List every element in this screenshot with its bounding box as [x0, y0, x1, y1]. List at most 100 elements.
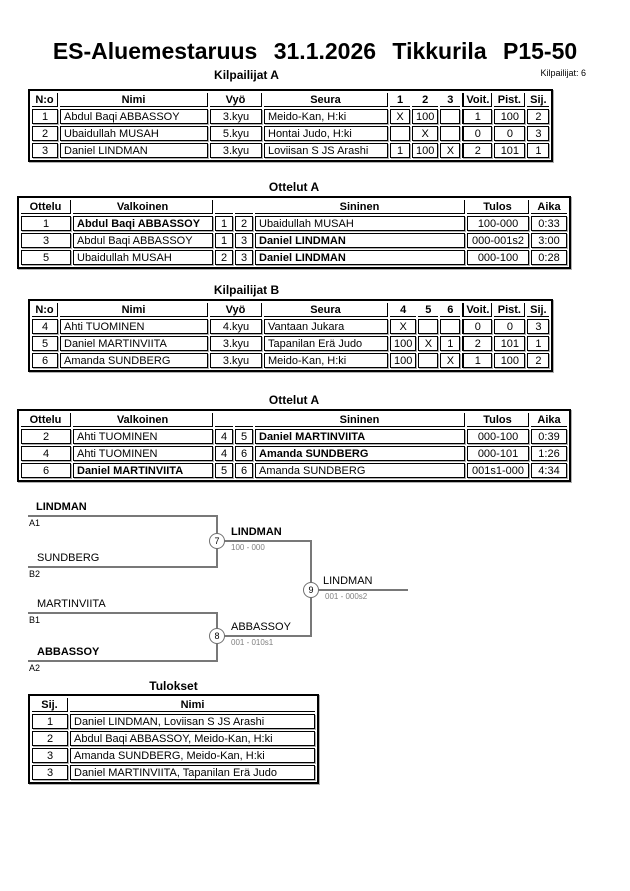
col-place: Sij. — [527, 303, 550, 317]
competitor-name: Daniel LINDMAN — [60, 143, 208, 158]
col-club: Seura — [264, 303, 388, 317]
table-row: 6 Daniel MARTINVIITA 5 6 Amanda SUNDBERG… — [21, 463, 567, 478]
match-result: 000-100 — [467, 250, 529, 265]
wins-cell: 1 — [462, 109, 493, 124]
result-cell — [440, 109, 461, 124]
pool-b-heading: Kilpailijat B — [213, 283, 280, 297]
match-time: 1:26 — [531, 446, 567, 461]
competitor-club: Tapanilan Erä Judo — [264, 336, 388, 351]
bracket-winner-name: ABBASSOY — [231, 621, 291, 633]
competitors-count: Kilpailijat: 6 — [540, 68, 586, 78]
bracket-score: 001 - 000s2 — [325, 592, 368, 601]
wins-cell: 0 — [462, 319, 493, 334]
col-name: Nimi — [70, 698, 315, 712]
competitor-no: 1 — [32, 109, 58, 124]
wins-cell: 0 — [462, 126, 493, 141]
competitor-club: Loviisan S JS Arashi — [264, 143, 388, 158]
place-cell: 1 — [527, 336, 550, 351]
match-time: 4:34 — [531, 463, 567, 478]
matches-a-table: Ottelu Valkoinen Sininen Tulos Aika 1 Ab… — [17, 196, 571, 269]
match-time: 0:28 — [531, 250, 567, 265]
table-row: 1 Abdul Baqi ABBASSOY 1 2 Ubaidullah MUS… — [21, 216, 567, 231]
match-time: 0:39 — [531, 429, 567, 444]
blue-no: 6 — [235, 463, 253, 478]
result-cell: 1 — [440, 336, 461, 351]
competitor-name: Daniel MARTINVIITA — [60, 336, 208, 351]
white-name: Abdul Baqi ABBASSOY — [73, 216, 213, 231]
place-cell: 2 — [32, 731, 68, 746]
competitor-no: 5 — [32, 336, 58, 351]
matches-b-table: Ottelu Valkoinen Sininen Tulos Aika 2 Ah… — [17, 409, 571, 482]
col-white: Valkoinen — [73, 200, 213, 214]
points-cell: 0 — [494, 319, 526, 334]
competitor-belt: 3.kyu — [210, 336, 262, 351]
white-no: 2 — [215, 250, 233, 265]
table-row: 1 Abdul Baqi ABBASSOY 3.kyu Meido-Kan, H… — [32, 109, 550, 124]
competitor-name: Amanda SUNDBERG — [60, 353, 208, 368]
col-blue: Sininen — [255, 413, 465, 427]
result-cell: 100 — [390, 353, 417, 368]
match-result: 000-101 — [467, 446, 529, 461]
white-no: 4 — [215, 429, 233, 444]
result-name: Abdul Baqi ABBASSOY, Meido-Kan, H:ki — [70, 731, 315, 746]
competitor-name: Ubaidullah MUSAH — [60, 126, 208, 141]
bracket-slot-name: LINDMAN — [36, 501, 87, 513]
col-r2: 2 — [412, 93, 439, 107]
table-row: 3 Abdul Baqi ABBASSOY 1 3 Daniel LINDMAN… — [21, 233, 567, 248]
pool-a-table: N:o Nimi Vyö Seura 1 2 3 Voit. Pist. Sij… — [28, 89, 554, 162]
competitor-belt: 3.kyu — [210, 143, 262, 158]
result-cell: 1 — [390, 143, 410, 158]
white-name: Ubaidullah MUSAH — [73, 250, 213, 265]
col-place: Sij. — [32, 698, 68, 712]
blue-no: 3 — [235, 233, 253, 248]
match-result: 001s1-000 — [467, 463, 529, 478]
match-node-8: 8 — [209, 628, 225, 644]
match-result: 000-100 — [467, 429, 529, 444]
bracket-winner-name: LINDMAN — [323, 575, 373, 587]
table-row: 3 Daniel MARTINVIITA, Tapanilan Erä Judo — [32, 765, 315, 780]
place-cell: 3 — [527, 319, 550, 334]
competitor-belt: 5.kyu — [210, 126, 262, 141]
result-cell: X — [440, 353, 461, 368]
blue-no: 6 — [235, 446, 253, 461]
col-points: Pist. — [494, 93, 526, 107]
table-row: 4 Ahti TUOMINEN 4.kyu Vantaan Jukara X 0… — [32, 319, 550, 334]
table-row: 2 Abdul Baqi ABBASSOY, Meido-Kan, H:ki — [32, 731, 315, 746]
place-cell: 2 — [527, 109, 550, 124]
place-cell: 3 — [32, 748, 68, 763]
points-cell: 100 — [494, 353, 526, 368]
competitor-club: Meido-Kan, H:ki — [264, 109, 388, 124]
place-cell: 3 — [527, 126, 550, 141]
pool-a-heading: Kilpailijat A — [214, 68, 279, 82]
col-name: Nimi — [60, 93, 208, 107]
bracket-slot-name: MARTINVIITA — [37, 598, 106, 610]
competitor-belt: 3.kyu — [210, 353, 262, 368]
competitor-club: Hontai Judo, H:ki — [264, 126, 388, 141]
white-no: 1 — [215, 216, 233, 231]
result-cell — [418, 353, 439, 368]
col-white-no — [215, 413, 233, 427]
col-white-no — [215, 200, 233, 214]
page-title: ES-Aluemestaruus 31.1.2026 Tikkurila P15… — [52, 38, 578, 64]
bracket-slot-tag: B2 — [29, 569, 41, 579]
col-wins: Voit. — [462, 303, 493, 317]
bracket-winner-name: LINDMAN — [231, 526, 282, 538]
points-cell: 101 — [494, 143, 526, 158]
blue-no: 5 — [235, 429, 253, 444]
table-row: 6 Amanda SUNDBERG 3.kyu Meido-Kan, H:ki … — [32, 353, 550, 368]
place-cell: 1 — [527, 143, 550, 158]
result-cell: X — [418, 336, 439, 351]
blue-name: Daniel LINDMAN — [255, 250, 465, 265]
wins-cell: 1 — [462, 353, 493, 368]
competitor-no: 4 — [32, 319, 58, 334]
match-no: 6 — [21, 463, 71, 478]
col-no: N:o — [32, 93, 58, 107]
match-no: 2 — [21, 429, 71, 444]
result-cell — [390, 126, 410, 141]
bracket-line — [28, 515, 218, 517]
bracket-score: 100 - 000 — [231, 543, 265, 552]
result-cell: 100 — [412, 109, 439, 124]
competitor-name: Abdul Baqi ABBASSOY — [60, 109, 208, 124]
competitor-club: Meido-Kan, H:ki — [264, 353, 388, 368]
result-cell: X — [390, 109, 410, 124]
